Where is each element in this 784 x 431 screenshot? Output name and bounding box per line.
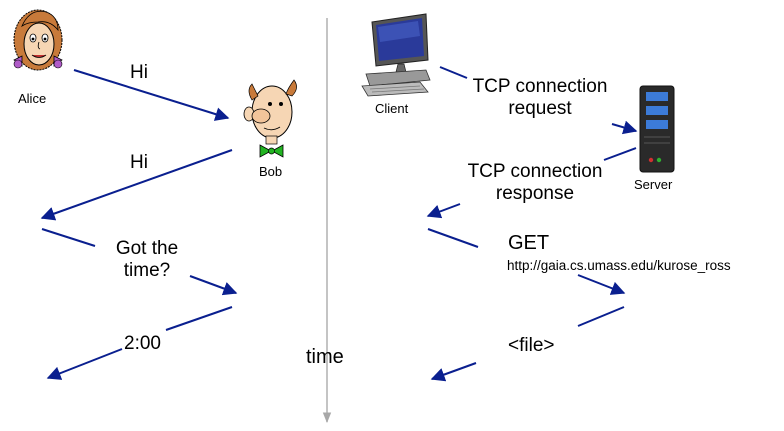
time-reply-arrow-start: [165, 306, 233, 331]
tcp-request-arrow-end: [611, 120, 638, 135]
get-label: GET: [508, 232, 550, 254]
got-time-line2: time?: [123, 259, 171, 281]
file-arrow-end: [430, 362, 477, 382]
bob-icon: [243, 79, 297, 158]
tcp-response-arrow-start: [603, 147, 637, 161]
client-computer-icon: [361, 13, 431, 97]
got-time-arrow-end: [189, 275, 238, 296]
tcp-response-arrow-end: [426, 203, 461, 219]
server-label: Server: [634, 177, 673, 192]
server-icon: [639, 85, 675, 173]
get-arrow-start: [427, 228, 479, 248]
tcp-request-line2: request: [508, 97, 572, 119]
file-label: <file>: [508, 335, 555, 356]
bob-label: Bob: [259, 164, 283, 179]
get-arrow-end: [577, 274, 626, 295]
file-arrow-start: [577, 306, 625, 327]
alice-icon: [13, 9, 63, 71]
alice-label: Alice: [18, 91, 47, 106]
tcp-response-line2: response: [495, 182, 575, 204]
tcp-response-label: TCP connection response: [465, 161, 605, 205]
hi-2-arrow: [40, 149, 233, 221]
tcp-response-line1: TCP connection: [467, 161, 603, 182]
hi-1-label: Hi: [130, 62, 148, 83]
tcp-request-arrow-start: [439, 66, 468, 79]
client-label: Client: [375, 101, 409, 116]
hi-1-arrow: [73, 69, 230, 121]
got-time-line1: Got the: [115, 238, 179, 259]
got-time-label: Got the time?: [97, 238, 197, 282]
got-time-arrow-start: [41, 228, 96, 247]
tcp-request-line1: TCP connection: [472, 76, 608, 97]
tcp-request-label: TCP connection request: [470, 76, 610, 120]
hi-2-label: Hi: [130, 152, 148, 173]
time-axis-label: time: [306, 346, 344, 368]
get-url-label: http://gaia.cs.umass.edu/kurose_ross: [507, 258, 731, 273]
time-reply-arrow-end: [46, 348, 123, 380]
time-reply-label: 2:00: [124, 333, 161, 354]
